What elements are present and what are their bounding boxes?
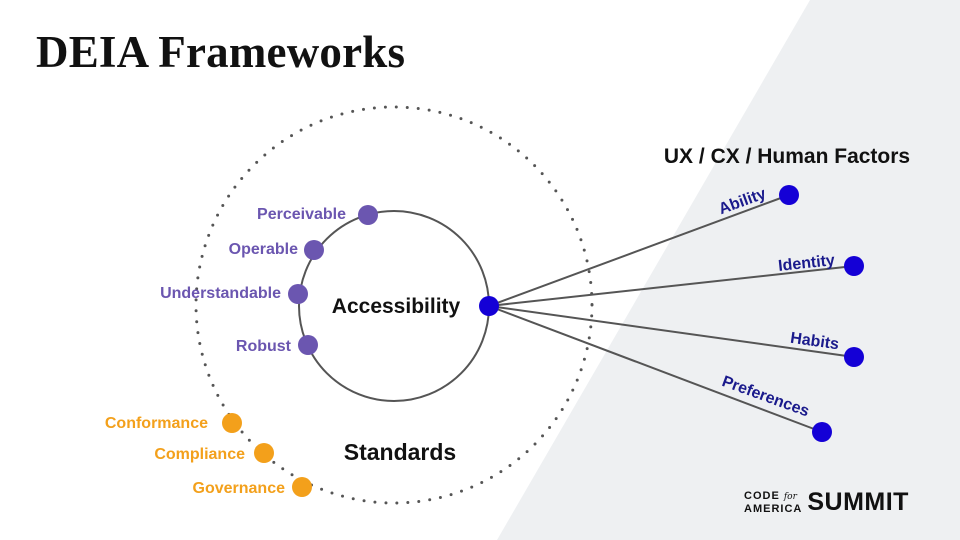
ux-label-preferences: Preferences [720,373,812,420]
operable-dot [304,240,324,260]
accessibility-node [479,296,499,316]
connector-preferences [488,305,823,433]
principle-label-operable: Operable [229,241,298,258]
principle-label-robust: Robust [236,338,292,355]
standards-label: Standards [344,439,456,465]
connector-lines [488,194,855,433]
principle-label-understandable: Understandable [160,285,281,302]
robust-dot [298,335,318,355]
connector-ability [488,194,790,307]
identity-dot [844,256,864,276]
ux-header: UX / CX / Human Factors [664,145,910,168]
ux-label-habits: Habits [789,330,840,354]
compliance-dot [254,443,274,463]
code-for-america-summit-logo: CODE for AMERICA SUMMIT [744,488,909,517]
logo-code: CODE [744,490,780,502]
standards-label-compliance: Compliance [154,446,245,463]
logo-america: AMERICA [744,503,803,515]
ux-label-identity: Identity [777,252,835,275]
standards-label-governance: Governance [193,480,286,497]
connector-habits [488,305,855,358]
logo-summit: SUMMIT [807,488,909,516]
standards-circle [194,105,594,505]
governance-dot [292,477,312,497]
connector-identity [488,265,855,307]
perceivable-dot [358,205,378,225]
habits-dot [844,347,864,367]
standards-label-conformance: Conformance [105,415,208,432]
understandable-dot [288,284,308,304]
preferences-dot [812,422,832,442]
slide-title: DEIA Frameworks [36,27,406,77]
accessibility-label: Accessibility [332,295,461,318]
ability-dot [779,185,799,205]
logo-for: for [783,492,797,502]
conformance-dot [222,413,242,433]
logo-wordmark-small: CODE for AMERICA [744,490,802,515]
principle-label-perceivable: Perceivable [257,206,346,223]
